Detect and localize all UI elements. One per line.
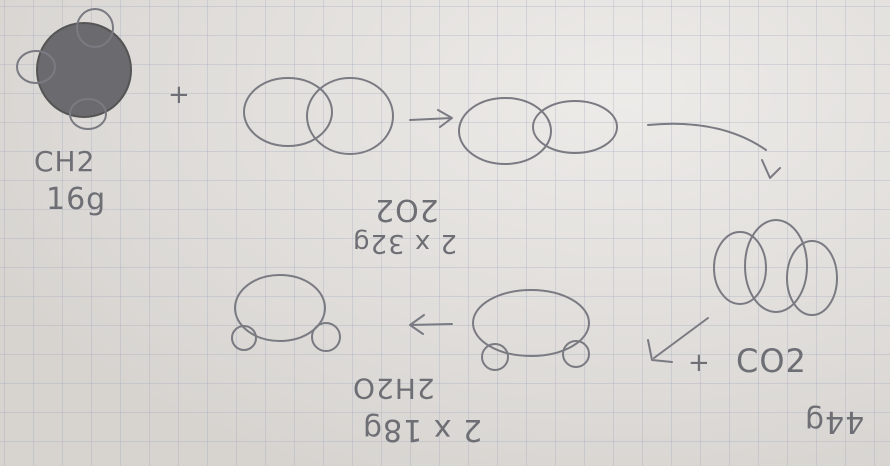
oxygen-mass: 2 x 32g (352, 228, 458, 258)
co2-formula: CO2 (736, 342, 807, 380)
arrow-left (409, 314, 453, 335)
water-formula: 2H2O (352, 372, 435, 405)
oxygen-atom (243, 77, 333, 147)
oxygen-molecule (243, 77, 394, 155)
hydrogen-atom (69, 98, 107, 130)
water-molecule-2 (231, 274, 341, 352)
oxygen-atom (713, 231, 767, 305)
water-molecule (472, 289, 590, 371)
co2-mass: 44g (804, 404, 865, 439)
methane-formula: CH2 (34, 145, 96, 178)
oxygen-atom (472, 289, 590, 357)
oxygen-atom (458, 97, 552, 165)
hydrogen-atom (231, 325, 257, 351)
hydrogen-atom (311, 322, 341, 352)
arrow-right (409, 109, 453, 128)
plus-sign-bottom: + (688, 348, 711, 378)
curved-arrow-head (761, 159, 781, 179)
co2-molecule (713, 219, 838, 316)
oxygen-atom (532, 100, 618, 154)
oxygen-atom (306, 77, 394, 155)
hydrogen-atom (76, 8, 114, 48)
oxygen-molecule-2 (458, 97, 618, 165)
methane-molecule (16, 8, 132, 130)
carbon-atom (744, 219, 808, 313)
oxygen-atom (234, 274, 326, 342)
hydrogen-atom (562, 340, 590, 368)
carbon-atom (36, 22, 132, 118)
methane-mass: 16g (46, 182, 107, 217)
hydrogen-atom (16, 50, 56, 84)
hydrogen-atom (481, 343, 509, 371)
oxygen-atom (786, 240, 838, 316)
plus-sign: + (168, 80, 191, 110)
water-mass: 2 x 18g (362, 412, 483, 447)
arrow-down-left (647, 317, 709, 363)
curved-arrow (647, 122, 767, 151)
oxygen-formula: 2O2 (374, 192, 439, 227)
